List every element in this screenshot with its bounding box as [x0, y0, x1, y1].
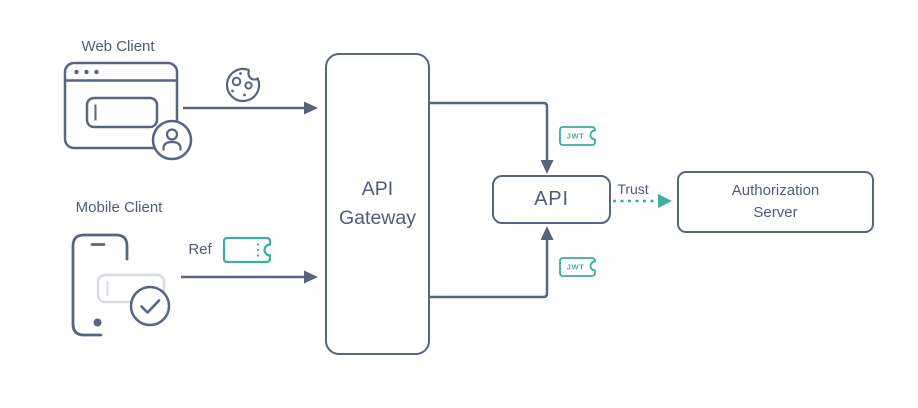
- authorization-server-label: Authorization Server: [731, 181, 820, 222]
- mobile-client-label: Mobile Client: [75, 199, 163, 216]
- cookie-crumb: [239, 72, 242, 75]
- authorization-server-node: Authorization Server: [677, 171, 874, 233]
- web-client-icon: [63, 61, 193, 161]
- edge-gateway-to-api-bottom: [430, 226, 554, 299]
- jwt-ticket-top-icon: JWT: [559, 126, 596, 146]
- cookie-icon: [225, 67, 261, 103]
- edge-api-to-auth: [613, 194, 672, 208]
- arrowhead-right: [304, 101, 318, 115]
- arrowhead-right: [304, 270, 318, 284]
- web-client-label: Web Client: [81, 38, 155, 55]
- ref-ticket-icon: [222, 236, 272, 264]
- ticket-perforation: [256, 243, 260, 246]
- edge-gateway-to-api-top: [430, 101, 554, 174]
- cookie-crumb: [231, 89, 234, 93]
- api-label: API: [534, 188, 569, 210]
- api-node: API: [492, 175, 611, 224]
- jwt-badge-label: JWT: [567, 263, 585, 272]
- ref-token-label: Ref: [188, 241, 212, 258]
- api-gateway-node: API Gateway: [325, 53, 430, 355]
- browser-input-field: [85, 96, 159, 129]
- arrowhead-up: [540, 226, 554, 240]
- user-head-icon: [165, 128, 179, 141]
- browser-dot: [84, 69, 89, 75]
- browser-dot: [74, 69, 79, 75]
- cookie-chip: [231, 76, 242, 87]
- user-shoulders-icon: [162, 140, 182, 151]
- arrowhead-right: [658, 194, 672, 208]
- edge-mobile-to-gateway: [181, 270, 318, 284]
- cookie-chip: [244, 81, 253, 90]
- browser-dot: [94, 69, 99, 75]
- ticket-perforation: [256, 254, 260, 257]
- edge-web-to-gateway: [183, 101, 318, 115]
- trust-label: Trust: [617, 181, 649, 197]
- api-gateway-label: API Gateway: [339, 177, 416, 229]
- check-circle: [129, 285, 171, 327]
- cookie-crumb: [243, 93, 246, 97]
- ticket-perforation: [256, 248, 260, 252]
- arrowhead-down: [540, 160, 554, 174]
- checkmark-icon: [140, 299, 161, 314]
- mobile-client-icon: [71, 233, 171, 337]
- jwt-badge-label: JWT: [567, 132, 585, 141]
- phone-home-button: [93, 318, 102, 327]
- jwt-ticket-bottom-icon: JWT: [559, 257, 596, 277]
- phone-outline: [71, 233, 129, 337]
